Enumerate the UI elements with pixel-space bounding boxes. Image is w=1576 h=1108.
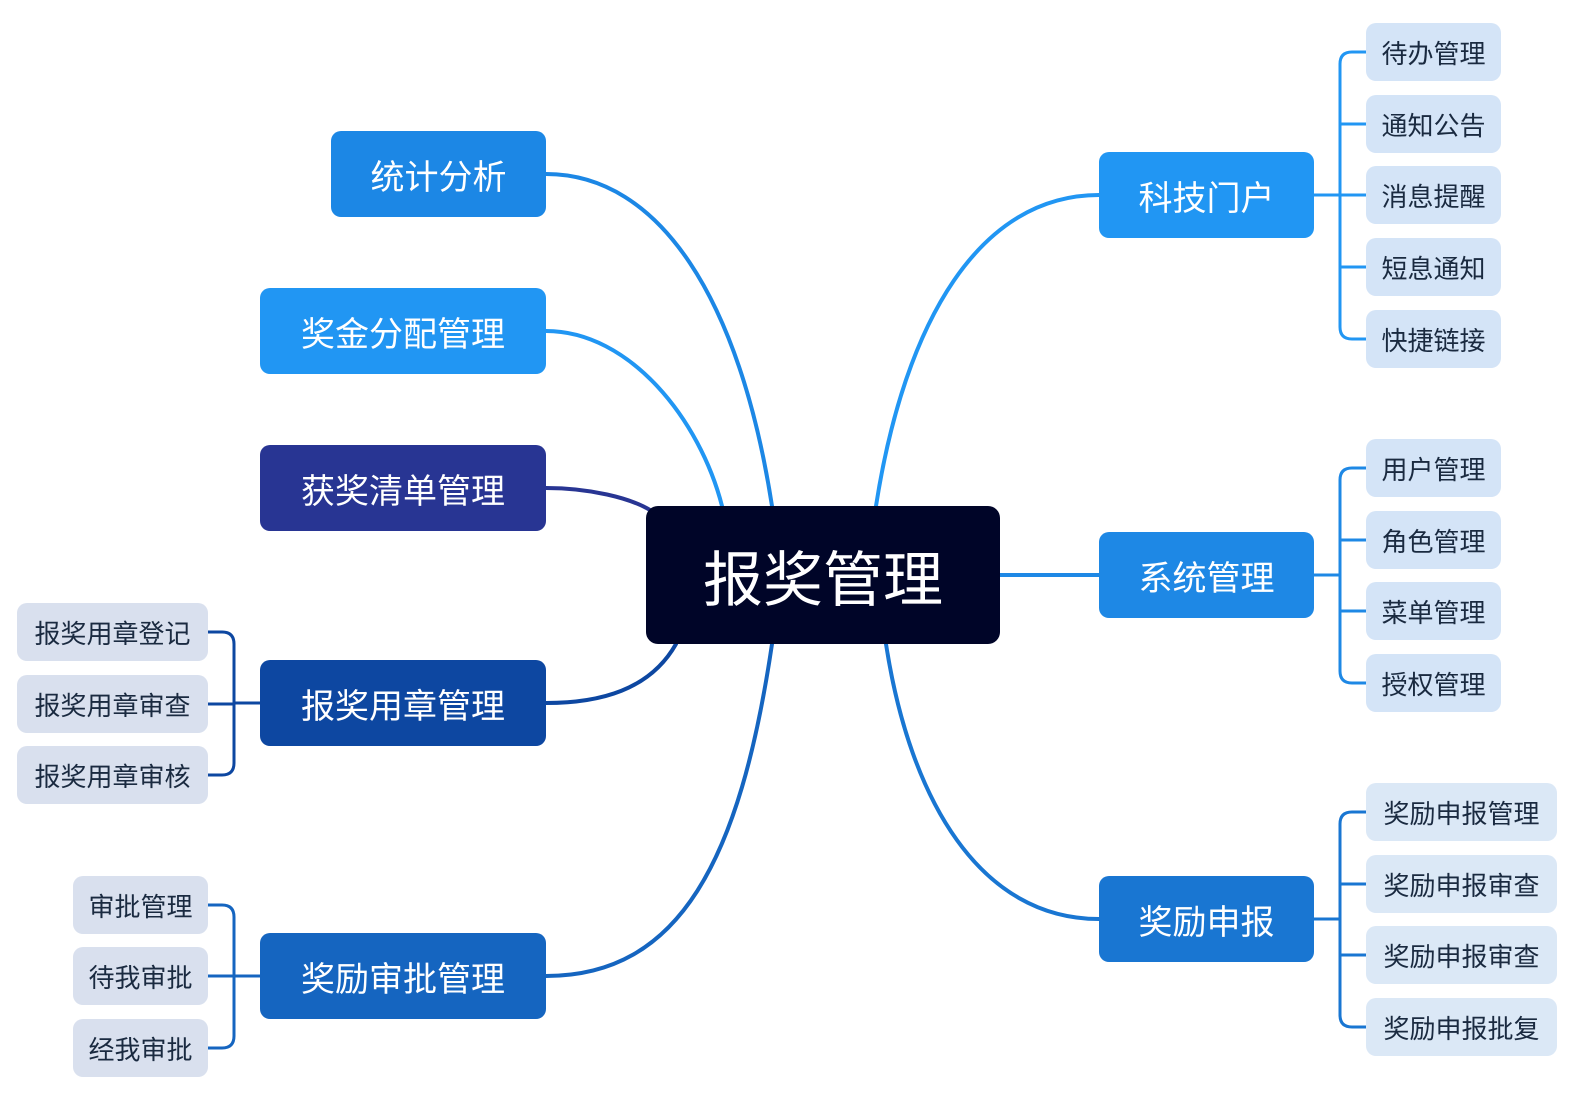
right-subnode-label-2-1: 奖励申报审查 — [1383, 871, 1540, 902]
connector-left-3 — [544, 642, 678, 705]
right-subnode-1-0[interactable]: 用户管理 — [1366, 439, 1501, 497]
right-subnode-0-1[interactable]: 通知公告 — [1366, 95, 1501, 153]
right-subnode-label-1-1: 角色管理 — [1381, 527, 1486, 558]
right-subnode-0-2[interactable]: 消息提醒 — [1366, 166, 1501, 224]
right-subnode-label-0-4: 快捷链接 — [1381, 326, 1486, 357]
right-branch-node-2[interactable]: 奖励申报 — [1099, 876, 1314, 962]
right-subnode-label-2-3: 奖励申报批复 — [1383, 1014, 1540, 1045]
left-branch-label-2: 获奖清单管理 — [301, 471, 505, 512]
right-subnode-0-3[interactable]: 短息通知 — [1366, 238, 1501, 296]
right-subnode-2-0[interactable]: 奖励申报管理 — [1366, 783, 1557, 841]
right-subnode-label-0-3: 短息通知 — [1381, 254, 1486, 285]
left-subnode-3-0[interactable]: 报奖用章登记 — [17, 603, 208, 661]
right-branch-label-1: 系统管理 — [1138, 558, 1275, 599]
left-subnode-label-3-2: 报奖用章审核 — [34, 762, 191, 793]
left-branch-node-1[interactable]: 奖金分配管理 — [260, 288, 546, 374]
left-branch-node-2[interactable]: 获奖清单管理 — [260, 445, 546, 531]
right-subnode-label-2-0: 奖励申报管理 — [1383, 799, 1540, 830]
left-branch-node-0[interactable]: 统计分析 — [331, 131, 546, 217]
left-subnode-label-4-0: 审批管理 — [88, 892, 193, 923]
right-subnode-1-3[interactable]: 授权管理 — [1366, 654, 1501, 712]
right-branch-node-1[interactable]: 系统管理 — [1099, 532, 1314, 618]
left-subnode-4-2[interactable]: 经我审批 — [73, 1019, 208, 1077]
left-branch-label-4: 奖励审批管理 — [301, 959, 505, 1000]
right-subnode-2-3[interactable]: 奖励申报批复 — [1366, 998, 1557, 1056]
connector-left-1 — [544, 329, 724, 508]
right-subnode-label-0-0: 待办管理 — [1381, 39, 1486, 70]
right-subnode-label-0-1: 通知公告 — [1381, 111, 1486, 142]
left-branch-label-1: 奖金分配管理 — [301, 314, 505, 355]
right-subnode-label-1-2: 菜单管理 — [1381, 598, 1486, 629]
left-subnode-label-3-0: 报奖用章登记 — [34, 619, 191, 650]
right-subnode-1-2[interactable]: 菜单管理 — [1366, 582, 1501, 640]
right-subnode-label-1-3: 授权管理 — [1381, 670, 1486, 701]
connector-left-4 — [544, 642, 774, 978]
right-subnode-label-1-0: 用户管理 — [1381, 455, 1486, 486]
left-subnode-label-4-1: 待我审批 — [88, 963, 193, 994]
connector-right-2 — [884, 642, 1101, 921]
left-subnode-4-0[interactable]: 审批管理 — [73, 876, 208, 934]
left-branch-label-0: 统计分析 — [370, 157, 507, 198]
right-subnode-0-0[interactable]: 待办管理 — [1366, 23, 1501, 81]
left-subnode-label-4-2: 经我审批 — [88, 1035, 193, 1066]
connector-right-0 — [874, 193, 1101, 508]
right-subnode-0-4[interactable]: 快捷链接 — [1366, 310, 1501, 368]
central-topic-node[interactable]: 报奖管理 — [646, 506, 1000, 644]
left-subnode-3-2[interactable]: 报奖用章审核 — [17, 746, 208, 804]
connector-left-2 — [544, 486, 652, 512]
left-subnode-label-3-1: 报奖用章审查 — [34, 691, 191, 722]
left-branch-node-4[interactable]: 奖励审批管理 — [260, 933, 546, 1019]
right-branch-label-2: 奖励申报 — [1138, 902, 1275, 943]
left-branch-node-3[interactable]: 报奖用章管理 — [260, 660, 546, 746]
right-subnode-1-1[interactable]: 角色管理 — [1366, 511, 1501, 569]
left-branch-label-3: 报奖用章管理 — [301, 686, 505, 727]
right-subnode-label-2-2: 奖励申报审查 — [1383, 942, 1540, 973]
right-subnode-label-0-2: 消息提醒 — [1381, 182, 1486, 213]
right-subnode-2-2[interactable]: 奖励申报审查 — [1366, 926, 1557, 984]
right-subnode-2-1[interactable]: 奖励申报审查 — [1366, 855, 1557, 913]
bracket-spine-right-2 — [1338, 810, 1368, 1029]
central-topic-label: 报奖管理 — [703, 545, 943, 616]
right-branch-label-0: 科技门户 — [1138, 178, 1275, 219]
left-subnode-3-1[interactable]: 报奖用章审查 — [17, 675, 208, 733]
connector-left-0 — [544, 172, 774, 508]
left-subnode-4-1[interactable]: 待我审批 — [73, 947, 208, 1005]
bracket-spine-right-1 — [1338, 466, 1368, 685]
right-branch-node-0[interactable]: 科技门户 — [1099, 152, 1314, 238]
